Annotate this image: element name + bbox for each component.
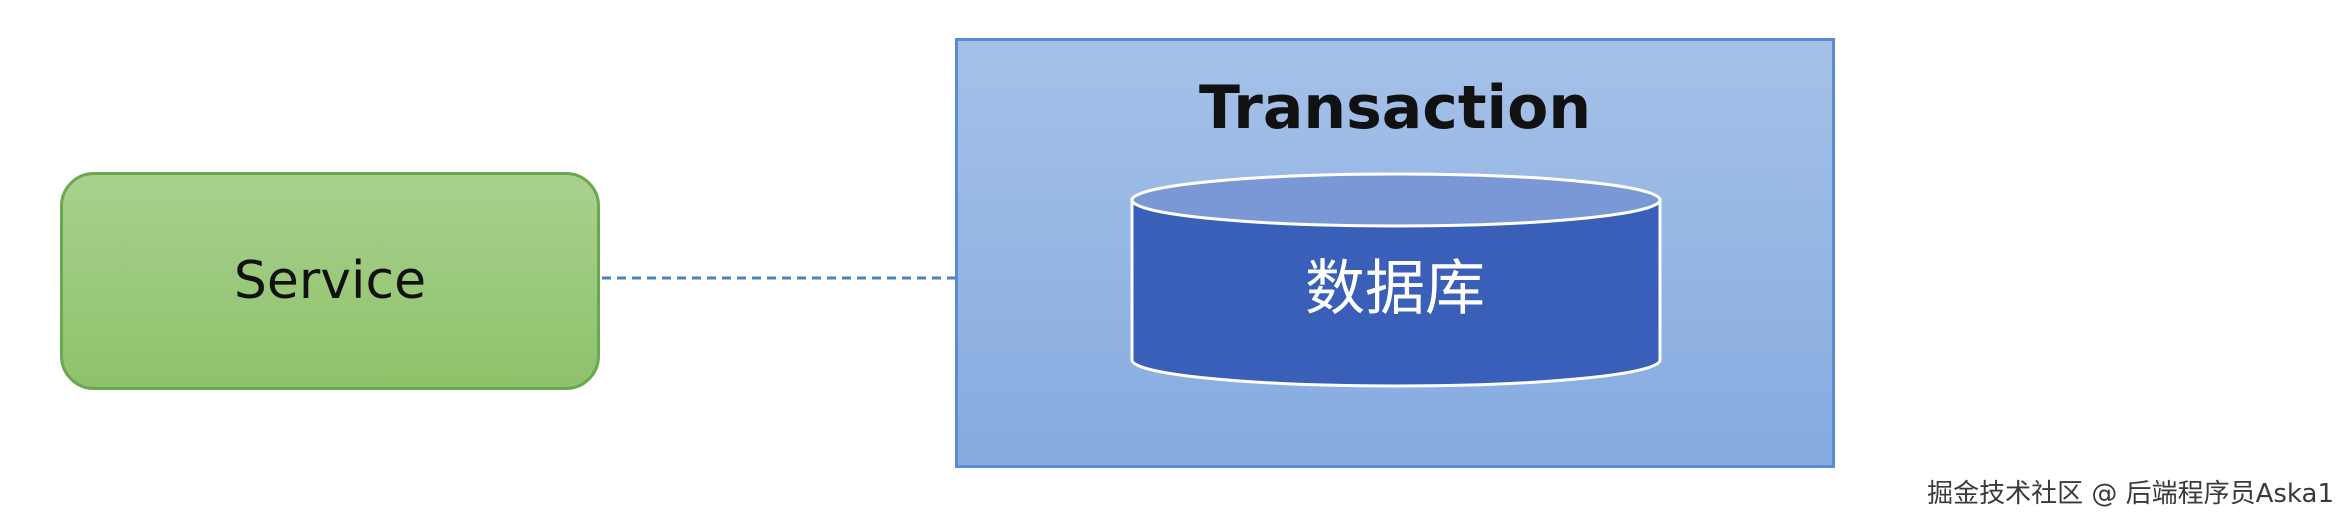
service-node: Service bbox=[60, 172, 600, 390]
database-top bbox=[1130, 172, 1662, 228]
database-label: 数据库 bbox=[1305, 254, 1485, 324]
transaction-container: Transaction bbox=[955, 38, 1835, 468]
service-label: Service bbox=[233, 251, 427, 311]
database-cylinder-icon bbox=[1130, 172, 1662, 388]
transaction-title: Transaction bbox=[1198, 73, 1592, 143]
watermark-text: 掘金技术社区 @ 后端程序员Aska1 bbox=[1927, 479, 2334, 509]
database-body bbox=[1130, 198, 1662, 388]
